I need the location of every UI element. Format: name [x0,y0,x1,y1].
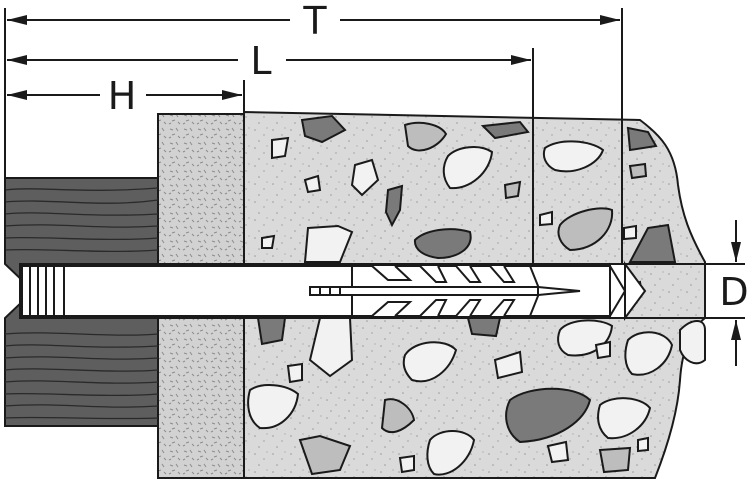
screw [309,285,581,297]
dimension-lines [4,8,745,366]
anchor-collar [21,265,65,317]
expansion-zone [351,265,542,317]
dimension-label-h: H [108,74,137,118]
anchor-dowel [21,262,627,320]
dimension-label-l: L [250,39,271,83]
anchor-tip [609,262,627,320]
dimension-label-d: D [719,270,748,314]
dimension-label-t: T [302,0,327,43]
